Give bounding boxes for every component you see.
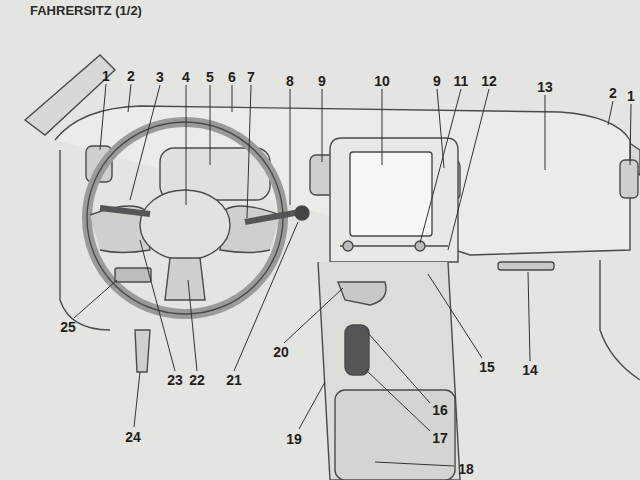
callout-number: 18 [457,461,475,477]
leader-line [545,95,546,170]
wheel-hub [140,190,230,260]
callout-number: 17 [431,430,449,446]
callout-number: 9 [317,73,327,89]
leader-line [382,89,383,165]
callout-number: 20 [272,344,290,360]
leader-line [630,104,631,165]
leader-line [608,101,613,125]
callout-number: 19 [285,431,303,447]
armrest [335,390,455,480]
leader-line [448,89,489,250]
callout-number: 5 [205,69,215,85]
callout-number: 7 [246,69,256,85]
leader-line [130,85,160,200]
leader-line [74,280,117,318]
stalk-left [100,208,150,214]
console-control [345,325,369,375]
glovebox-handle [498,262,554,270]
leader-line [128,84,131,112]
leader-line [299,382,325,429]
leader-line [100,84,106,150]
knob [343,241,353,251]
callout-number: 4 [181,69,191,85]
leader-line [322,89,323,162]
display-screen [350,152,432,236]
callout-number: 9 [432,73,442,89]
callout-number: 16 [431,402,449,418]
callout-number: 25 [59,319,77,335]
leader-line [368,333,430,403]
callout-number: 14 [521,362,539,378]
leader-lines [74,84,631,466]
callout-number: 6 [227,69,237,85]
leader-line [134,372,140,427]
leader-line [140,240,175,371]
callout-number: 3 [155,69,165,85]
leader-line [210,85,211,165]
wheel-spoke-bottom [165,258,205,300]
gear-selector [338,282,386,305]
callout-number: 24 [124,429,142,445]
switch-panel [115,268,151,282]
callout-number: 2 [608,85,618,101]
pedal [135,330,150,372]
leader-line [366,370,430,431]
callout-number: 15 [478,359,496,375]
leader-line [528,272,530,361]
leader-line [428,274,482,358]
callout-number: 11 [453,73,470,89]
callout-number: 21 [225,372,243,388]
callout-number: 2 [126,68,136,84]
stalk-right [245,212,300,222]
page-title: FAHRERSITZ (1/2) [30,3,142,18]
callout-number: 1 [101,68,111,84]
center-stack [330,138,458,262]
control-row [340,245,448,246]
leader-line [232,85,233,112]
leader-line [375,462,454,466]
dashboard-right [600,260,640,380]
callout-number: 12 [480,73,498,89]
leader-line [284,288,343,343]
stalk-knob [295,206,309,220]
leader-line [188,280,197,371]
callout-number: 8 [285,73,295,89]
leader-line [234,222,298,371]
dashboard-outline [25,55,640,480]
callout-number: 22 [188,372,206,388]
vent-right [620,160,638,198]
callout-number: 10 [373,73,391,89]
leader-line [186,85,187,205]
leader-line [290,89,291,205]
leader-line [420,89,461,243]
callout-number: 13 [536,79,554,95]
leader-line [247,85,251,218]
callout-number: 23 [166,372,184,388]
center-console [318,262,460,480]
callout-number: 1 [626,88,636,104]
